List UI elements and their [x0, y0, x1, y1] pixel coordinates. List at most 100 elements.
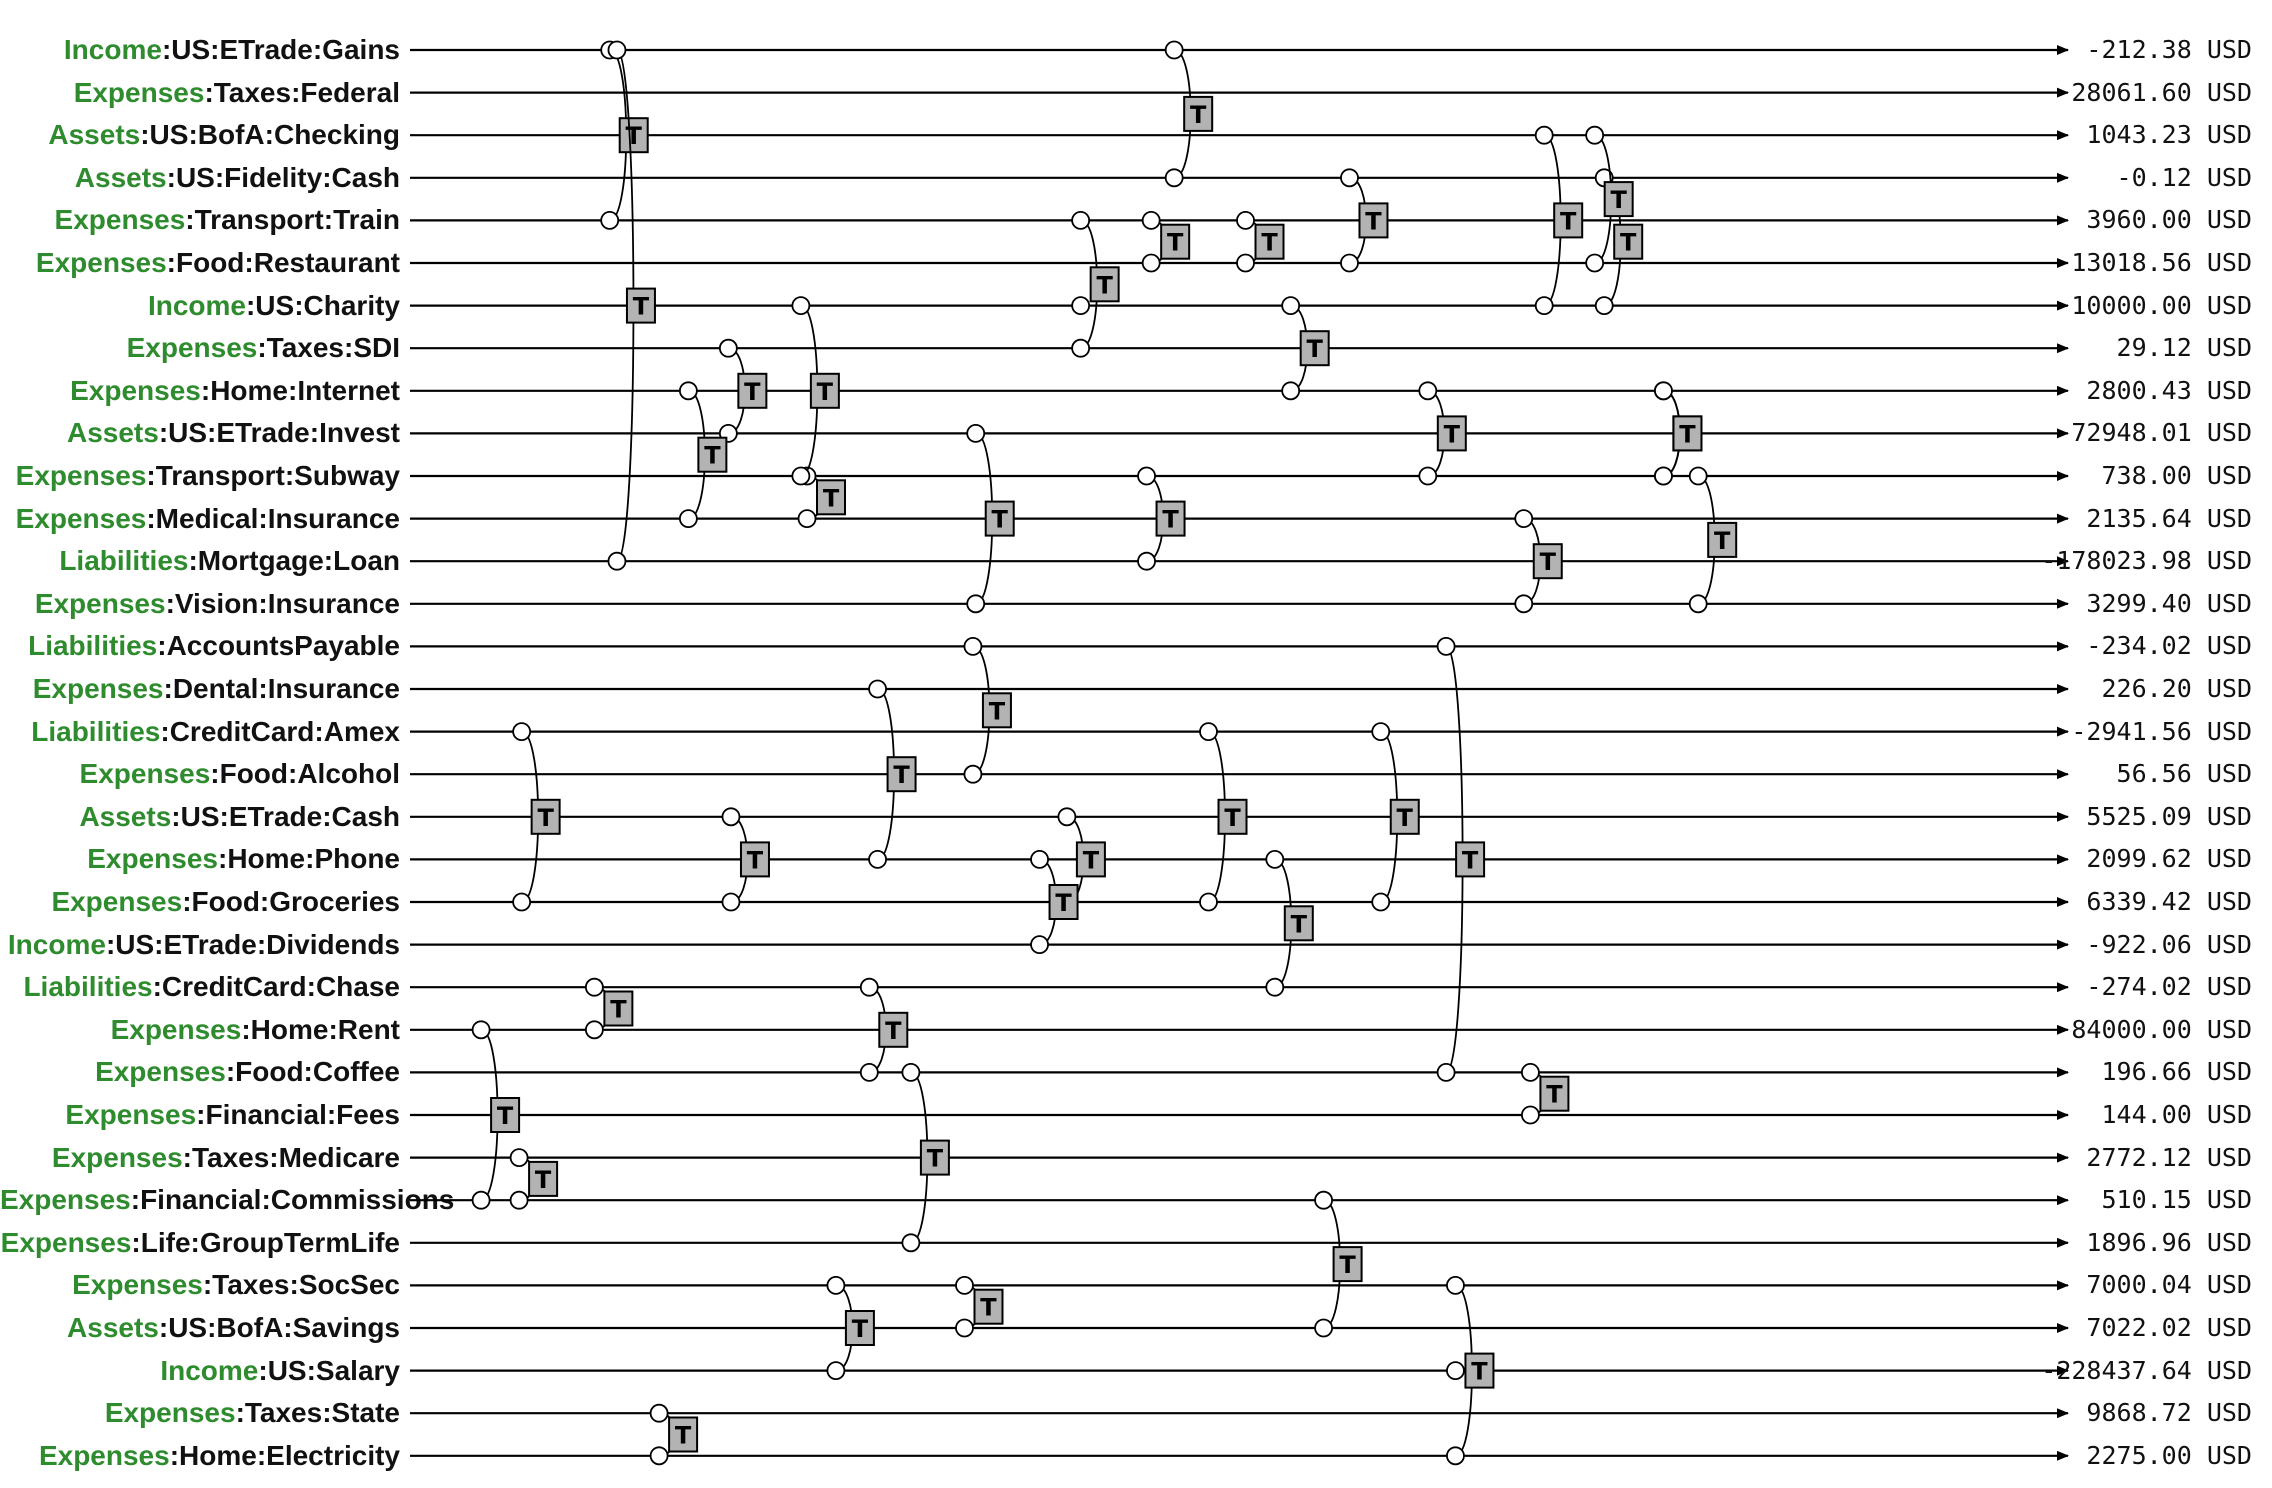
account-root: Expenses [65, 1099, 197, 1130]
posting-node [678, 509, 698, 528]
account-root: Expenses [95, 1056, 226, 1088]
posting-node [1057, 807, 1077, 827]
posting-node [1340, 253, 1359, 273]
posting-node [901, 1063, 921, 1082]
posting-node [955, 1276, 974, 1295]
transaction-marker [844, 1310, 875, 1346]
account-balance: 10000.00 USD [2071, 290, 2252, 320]
posting-node [1141, 210, 1161, 230]
account-root: Income [7, 928, 106, 960]
transaction: T [1340, 168, 1389, 273]
posting-node [1418, 381, 1438, 401]
posting-node [1371, 892, 1391, 912]
posting-node [1071, 296, 1091, 316]
account-subpath: :Mortgage:Loan [188, 545, 400, 577]
transaction: T [1654, 381, 1703, 486]
transaction: T [718, 338, 768, 443]
account-balance: -922.06 USD [2086, 929, 2252, 959]
account-subpath: :US:Charity [245, 289, 400, 321]
account-label: Liabilities:AccountsPayable [0, 628, 400, 664]
transaction-marker [490, 1097, 521, 1133]
transaction-marker-label: T [675, 1422, 692, 1450]
account-balance: 1043.23 USD [2086, 120, 2252, 150]
account-root: Expenses [70, 374, 201, 406]
posting-node [1688, 466, 1708, 486]
posting-node [1514, 509, 1534, 528]
account-balance: 9868.72 USD [2086, 1398, 2252, 1428]
posting-node [1265, 977, 1285, 997]
account-balance: 7022.02 USD [2086, 1313, 2252, 1342]
posting-node [607, 40, 627, 60]
posting-node [649, 1403, 669, 1423]
account-subpath: :CreditCard:Amex [160, 715, 400, 747]
account-balance: 13018.56 USD [2071, 248, 2252, 277]
account-subpath: :Food:Restaurant [166, 247, 400, 278]
transaction: T [868, 679, 917, 869]
account-subpath: :AccountsPayable [157, 630, 400, 662]
transaction-marker [1358, 202, 1389, 239]
transaction-marker-label: T [1096, 271, 1113, 299]
account-balance: 144.00 USD [2101, 1100, 2252, 1129]
account-root: Expenses [51, 886, 183, 917]
transaction-marker [1613, 223, 1644, 260]
transaction: T [1436, 637, 1486, 1082]
posting-node [1446, 1361, 1465, 1380]
account-root: Liabilities [31, 715, 161, 747]
posting-node [1654, 466, 1673, 486]
transaction: T [963, 637, 1012, 784]
transaction-marker [1389, 798, 1420, 835]
account-label: Expenses:Home:Electricity [0, 1438, 400, 1474]
account-root: Assets [48, 119, 141, 151]
account-subpath: :US:ETrade:Cash [171, 800, 400, 832]
transaction-marker [1089, 266, 1120, 303]
transaction-marker [530, 798, 561, 835]
posting-node [584, 1020, 604, 1040]
transaction-marker-label: T [1397, 804, 1414, 832]
transaction-marker-label: T [980, 1294, 997, 1322]
transaction-marker-label: T [1679, 420, 1696, 448]
account-label: Liabilities:CreditCard:Amex [0, 714, 400, 750]
transaction-marker [1254, 223, 1285, 260]
account-balance: 84000.00 USD [2071, 1014, 2252, 1044]
account-root: Expenses [51, 1141, 183, 1173]
account-label: Liabilities:Mortgage:Loan [0, 543, 400, 579]
transaction-marker [1455, 841, 1486, 878]
transaction-marker [737, 372, 768, 409]
account-label: Expenses:Taxes:Medicare [0, 1140, 400, 1176]
account-root: Expenses [72, 1269, 203, 1301]
posting-node [966, 594, 986, 614]
account-balance: 510.15 USD [2101, 1185, 2252, 1215]
posting-node [1199, 722, 1218, 741]
account-subpath: :Food:Coffee [225, 1056, 400, 1088]
transaction-marker-label: T [989, 697, 1006, 725]
posting-node [1265, 850, 1285, 869]
account-root: Income [160, 1354, 259, 1386]
posting-node [1534, 125, 1554, 145]
posting-node [471, 1190, 491, 1210]
posting-node [859, 1063, 879, 1082]
account-root: Expenses [32, 673, 164, 704]
posting-node [1446, 1276, 1465, 1295]
posting-node [791, 466, 811, 486]
posting-node [1371, 722, 1391, 741]
account-subpath: :US:ETrade:Dividends [105, 928, 400, 960]
account-subpath: :US:ETrade:Invest [158, 417, 400, 449]
account-label: Expenses:Food:Alcohol [0, 756, 400, 792]
posting-node [1340, 168, 1359, 188]
account-subpath: :CreditCard:Chase [152, 971, 400, 1003]
transaction-marker-label: T [1224, 804, 1241, 832]
posting-node [1534, 296, 1554, 316]
posting-node [721, 807, 741, 827]
account-label: Income:US:ETrade:Gains [0, 32, 400, 68]
transaction-marker [1603, 181, 1634, 218]
transaction: T [966, 423, 1015, 614]
posting-node [1314, 1318, 1333, 1338]
account-subpath: :Food:Groceries [182, 886, 400, 917]
transaction: T [584, 977, 634, 1040]
account-subpath: :Home:Phone [218, 843, 400, 875]
account-subpath: :Home:Internet [200, 374, 400, 406]
transaction-marker [1299, 330, 1330, 367]
transaction: T [1585, 125, 1634, 273]
transaction: T [1688, 466, 1738, 614]
